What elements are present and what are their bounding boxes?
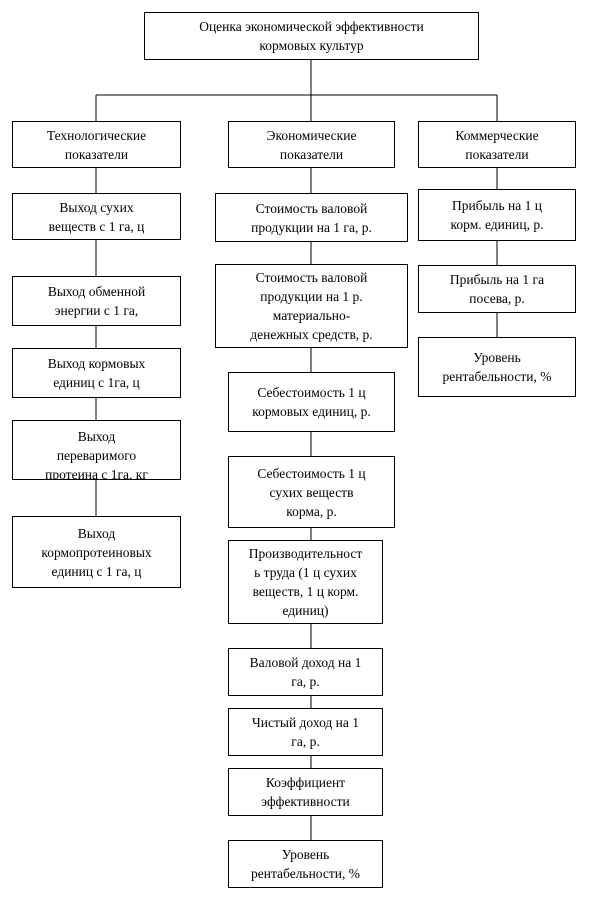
econ-item-label: Себестоимость 1 ц сухих веществ корма, р… bbox=[257, 465, 366, 519]
econ-labour-productivity: Производительност ь труда (1 ц сухих вещ… bbox=[228, 540, 383, 624]
comm-profit-per-feed-unit: Прибыль на 1 ц корм. единиц, р. bbox=[418, 189, 576, 241]
econ-net-income: Чистый доход на 1 га, р. bbox=[228, 708, 383, 756]
header-economic: Экономические показатели bbox=[228, 121, 395, 168]
comm-item-label: Уровень рентабельности, % bbox=[442, 350, 552, 384]
root-label: Оценка экономической эффективности кормо… bbox=[199, 19, 424, 53]
tech-feed-protein-units-yield: Выход кормопротеиновых единиц с 1 га, ц bbox=[12, 516, 181, 588]
econ-cost-feed-units: Себестоимость 1 ц кормовых единиц, р. bbox=[228, 372, 395, 432]
econ-item-label: Производительност ь труда (1 ц сухих вещ… bbox=[248, 546, 363, 618]
header-commercial: Коммерческие показатели bbox=[418, 121, 576, 168]
econ-gross-output-per-rouble: Стоимость валовой продукции на 1 р. мате… bbox=[215, 264, 408, 348]
econ-gross-output-per-ha: Стоимость валовой продукции на 1 га, р. bbox=[215, 193, 408, 242]
tech-feed-units-yield: Выход кормовых единиц с 1га, ц bbox=[12, 348, 181, 398]
tech-item-label: Выход кормопротеиновых единиц с 1 га, ц bbox=[41, 525, 152, 579]
tech-item-label: Выход кормовых единиц с 1га, ц bbox=[47, 356, 146, 390]
comm-profit-per-ha: Прибыль на 1 га посева, р. bbox=[418, 265, 576, 313]
tech-protein-yield: Выход переваримого протеина с 1га, кг bbox=[12, 420, 181, 480]
comm-item-label: Прибыль на 1 ц корм. единиц, р. bbox=[450, 198, 544, 232]
econ-item-label: Чистый доход на 1 га, р. bbox=[251, 715, 360, 749]
tech-item-label: Выход сухих веществ с 1 га, ц bbox=[48, 199, 145, 234]
comm-profitability-level: Уровень рентабельности, % bbox=[418, 337, 576, 397]
comm-item-label: Прибыль на 1 га посева, р. bbox=[449, 272, 545, 306]
tech-item-label: Выход переваримого протеина с 1га, кг bbox=[45, 429, 148, 480]
header-technological-label: Технологические показатели bbox=[46, 127, 147, 162]
tech-dry-matter-yield: Выход сухих веществ с 1 га, ц bbox=[12, 193, 181, 240]
econ-efficiency-coefficient: Коэффициент эффективности bbox=[228, 768, 383, 816]
econ-gross-income: Валовой доход на 1 га, р. bbox=[228, 648, 383, 696]
header-economic-label: Экономические показатели bbox=[266, 127, 357, 162]
econ-item-label: Уровень рентабельности, % bbox=[250, 847, 361, 881]
econ-item-label: Себестоимость 1 ц кормовых единиц, р. bbox=[252, 385, 371, 419]
header-commercial-label: Коммерческие показатели bbox=[455, 127, 539, 162]
econ-item-label: Валовой доход на 1 га, р. bbox=[249, 655, 362, 689]
econ-item-label: Стоимость валовой продукции на 1 га, р. bbox=[251, 200, 372, 235]
econ-cost-dry-matter: Себестоимость 1 ц сухих веществ корма, р… bbox=[228, 456, 395, 528]
tech-exchange-energy-yield: Выход обменной энергии с 1 га, bbox=[12, 276, 181, 326]
tech-item-label: Выход обменной энергии с 1 га, bbox=[47, 284, 146, 318]
econ-profitability-level: Уровень рентабельности, % bbox=[228, 840, 383, 888]
econ-item-label: Коэффициент эффективности bbox=[261, 775, 350, 809]
header-technological: Технологические показатели bbox=[12, 121, 181, 168]
econ-item-label: Стоимость валовой продукции на 1 р. мате… bbox=[250, 270, 373, 342]
root-node: Оценка экономической эффективности кормо… bbox=[144, 12, 479, 60]
